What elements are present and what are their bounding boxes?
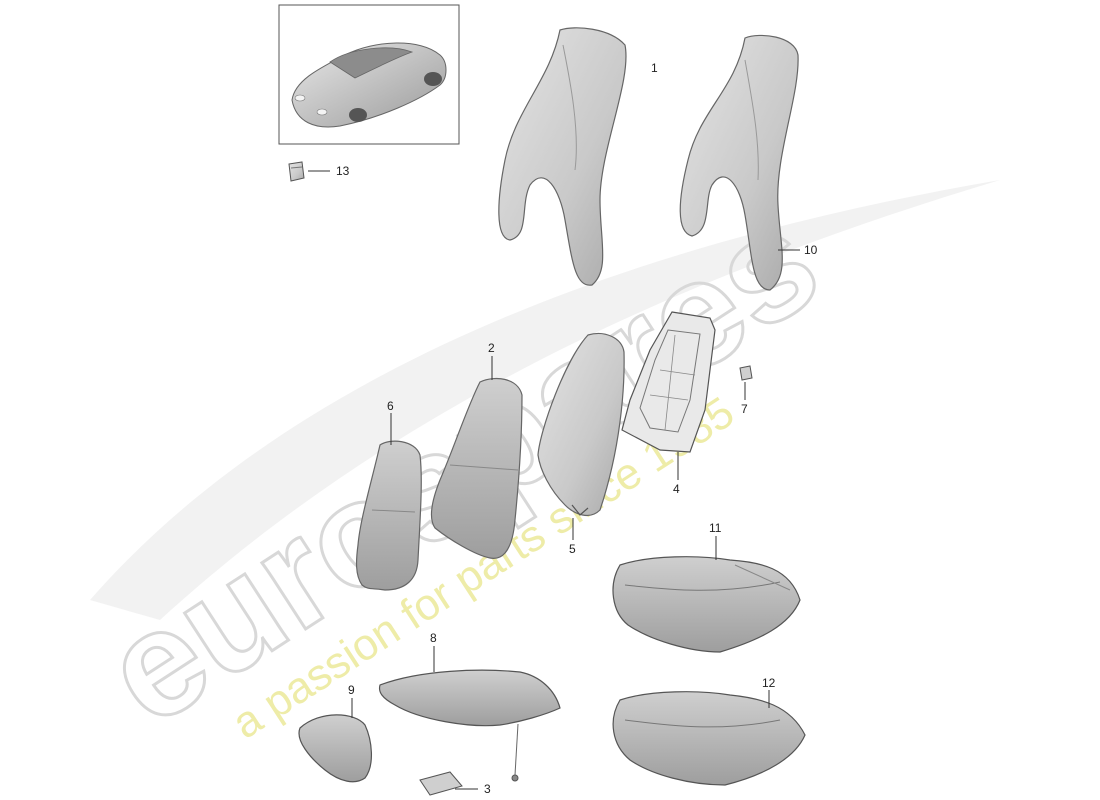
part-6-backrest-cover (355, 440, 422, 591)
part-5-backrest-pad (537, 332, 625, 517)
part-4-backrest-shell (621, 311, 716, 453)
car-image (291, 42, 447, 128)
callout-12: 12 (762, 676, 776, 690)
part-7-clip (739, 365, 753, 381)
part-2-backrest-cover (430, 377, 523, 559)
callout-8: 8 (430, 631, 437, 645)
part-1-backrest-frame (498, 27, 627, 286)
part-11-seat-cover (612, 556, 801, 653)
callout-6: 6 (387, 399, 394, 413)
callout-11: 11 (709, 521, 722, 535)
part-12-seat-cover (612, 691, 806, 786)
watermark-swoosh (90, 180, 1000, 620)
vehicle-thumbnail (278, 4, 460, 145)
leader-lines (308, 170, 800, 790)
callout-13: 13 (336, 164, 350, 178)
part-9-bolster (298, 714, 372, 783)
callout-10: 10 (804, 243, 818, 257)
part-10-backrest-frame (679, 34, 799, 291)
callout-7: 7 (741, 402, 748, 416)
part-3-bracket (419, 771, 463, 796)
callout-5: 5 (569, 542, 576, 556)
callout-4: 4 (673, 482, 680, 496)
part-8-seat-cushion (378, 669, 561, 782)
part-13-clip (288, 161, 305, 182)
callout-labels: 1 2 3 4 5 6 7 8 9 10 11 12 13 (336, 61, 818, 796)
watermark: eurospares a passion for parts since 198… (74, 174, 1000, 758)
callout-9: 9 (348, 683, 355, 697)
callout-2: 2 (488, 341, 495, 355)
callout-3: 3 (484, 782, 491, 796)
callout-1: 1 (651, 61, 658, 75)
